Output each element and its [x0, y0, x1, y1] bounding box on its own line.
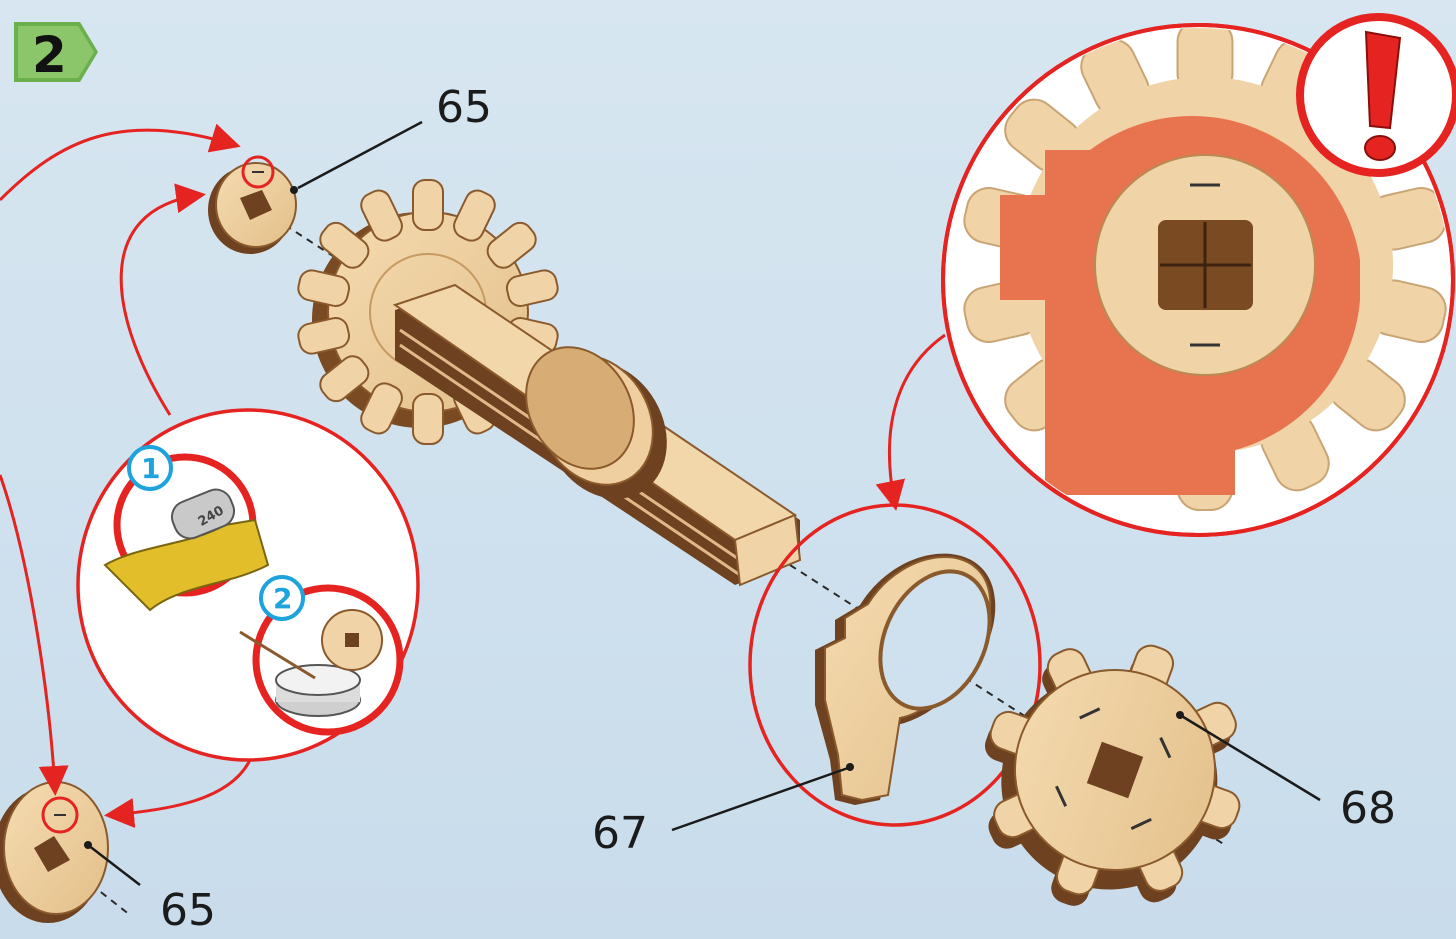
ring-part — [750, 505, 1040, 825]
hints-panel: 240 1 2 — [78, 410, 418, 760]
small-gear-icon — [322, 610, 382, 670]
zoom-detail — [943, 17, 1456, 535]
leader-top-washer — [298, 122, 422, 188]
bottom-washer — [0, 782, 108, 923]
label-top-washer: 65 — [436, 82, 492, 133]
arrow-to-bottom-washer — [0, 475, 55, 790]
arrow-to-top-washer — [0, 130, 235, 200]
arrow-hints-to-top-washer — [121, 195, 200, 415]
arrow-hints-to-bottom-washer — [110, 760, 250, 815]
hint-badge-1: 1 — [141, 452, 160, 485]
top-washer — [208, 157, 296, 254]
label-ring: 67 — [592, 808, 648, 859]
hint-badge-2: 2 — [273, 582, 292, 615]
leader-ring — [672, 768, 848, 830]
label-bottom-washer: 65 — [160, 885, 216, 936]
arrow-zoom-to-ring — [889, 335, 945, 505]
big-gear-tooth — [413, 394, 443, 444]
big-gear-tooth — [413, 180, 443, 230]
warning-badge — [1300, 17, 1456, 173]
step-number: 2 — [32, 26, 67, 84]
label-gear: 68 — [1340, 783, 1396, 834]
step-badge: 2 — [14, 22, 98, 84]
